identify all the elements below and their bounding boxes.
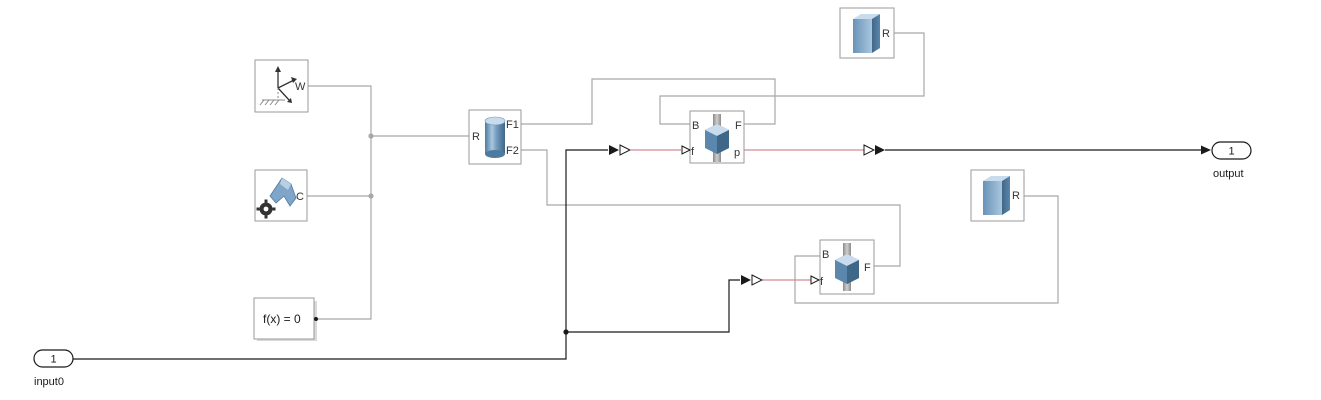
wire-f2-to-prismatic-bottom-f[interactable] — [521, 149, 901, 267]
outport-block[interactable]: 1 output — [1211, 141, 1252, 180]
solver-label: f(x) = 0 — [263, 312, 301, 326]
wire-input-signal[interactable] — [73, 149, 608, 360]
port-label-input-f: f — [691, 146, 695, 158]
port-label-r: R — [472, 131, 480, 143]
physical-connections — [306, 32, 1059, 320]
inport-name: input0 — [34, 376, 64, 388]
rigid-transform-icon — [484, 116, 506, 158]
solid-block-icon — [853, 14, 880, 53]
simulink-ps-converter-bottom[interactable] — [741, 274, 764, 286]
port-label-p: p — [734, 147, 740, 159]
world-frame-icon — [259, 66, 297, 106]
port-label-w: W — [295, 81, 306, 93]
prismatic-joint-icon — [705, 114, 729, 162]
port-label-c: C — [296, 191, 304, 203]
outport-number: 1 — [1228, 146, 1234, 158]
wire-solid-top-to-prismatic-top-b[interactable] — [659, 32, 925, 125]
wire-solid-right-to-prismatic-bottom-b[interactable] — [794, 195, 1059, 304]
port-label-f: F — [864, 262, 871, 274]
port-label-r: R — [1012, 190, 1020, 202]
wire-world-to-bus[interactable] — [308, 85, 372, 196]
rigid-transform-block[interactable]: R F1 F2 — [468, 109, 522, 165]
solver-configuration-block[interactable]: f(x) = 0 — [253, 297, 318, 341]
outport-name: output — [1213, 168, 1244, 180]
solid-right-block[interactable]: R — [970, 169, 1025, 222]
port-dot — [314, 317, 318, 321]
inport-block[interactable]: 1 input0 — [33, 349, 74, 388]
signal-connections — [73, 145, 1211, 360]
branch-point — [563, 329, 569, 335]
port-label-b: B — [822, 249, 829, 261]
wire-branch-to-bottom-converter[interactable] — [566, 279, 740, 333]
solid-top-block[interactable]: R — [839, 7, 895, 59]
ps-simulink-converter[interactable] — [863, 144, 885, 156]
junction-dot — [368, 193, 374, 199]
port-label-b: B — [692, 120, 699, 132]
port-label-r: R — [882, 28, 890, 40]
prismatic-joint-bottom-block[interactable]: B F f — [810, 239, 875, 295]
wire-solver-to-bus[interactable] — [316, 196, 372, 320]
solid-block-icon — [983, 176, 1010, 215]
output-arrow-icon — [1201, 145, 1211, 155]
mechanism-configuration-icon — [256, 177, 297, 219]
prismatic-joint-icon — [835, 243, 859, 291]
wire-f1-to-prismatic-top-f[interactable] — [521, 78, 776, 125]
world-frame-block[interactable]: W — [254, 59, 309, 113]
port-label-f2: F2 — [506, 145, 519, 157]
port-label-input-f: f — [820, 276, 824, 288]
prismatic-joint-top-block[interactable]: B F f p — [681, 110, 745, 164]
inport-number: 1 — [50, 354, 56, 366]
junction-dot — [368, 133, 374, 139]
port-label-f: F — [735, 120, 742, 132]
simulink-ps-converter-top[interactable] — [609, 144, 632, 156]
ps-input-port-icon — [681, 145, 692, 155]
port-label-f1: F1 — [506, 119, 519, 131]
ps-input-port-icon — [810, 275, 821, 285]
mechanism-configuration-block[interactable]: C — [254, 169, 308, 222]
